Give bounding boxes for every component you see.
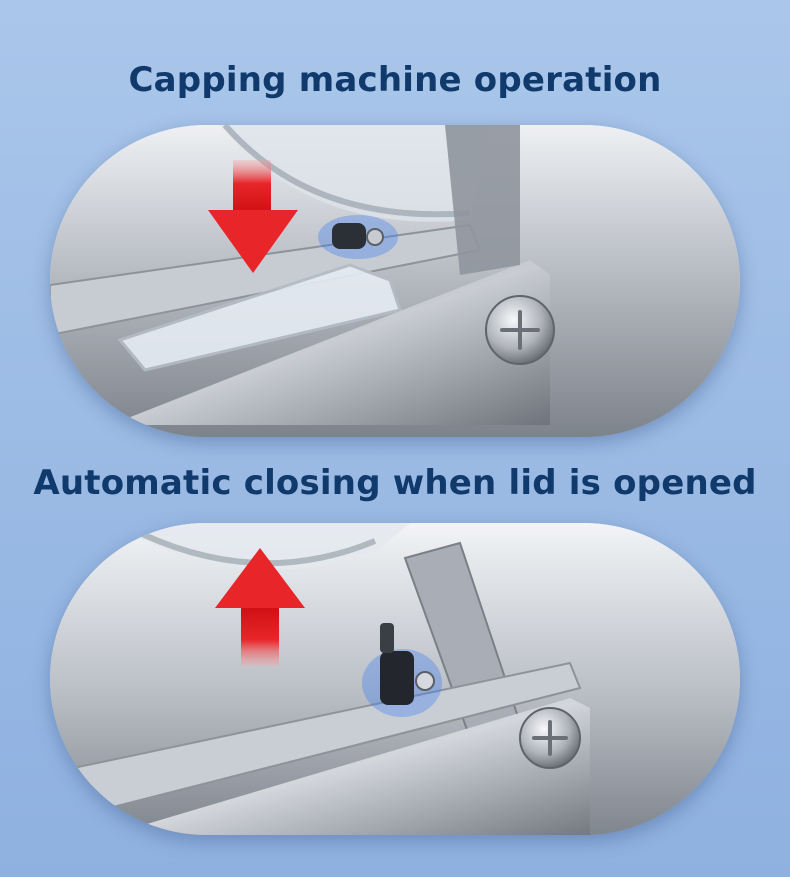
- screw-icon: [519, 707, 581, 769]
- section-2-photo: [50, 523, 740, 835]
- lid-switch-illustration: [50, 523, 740, 835]
- arrow-down-icon: [208, 160, 298, 273]
- screw-icon: [485, 295, 555, 365]
- capping-mechanism-illustration: [50, 125, 740, 437]
- section-2-heading: Automatic closing when lid is opened: [33, 463, 757, 503]
- section-1-heading: Capping machine operation: [128, 60, 662, 100]
- arrow-up-icon: [215, 548, 305, 666]
- section-1-photo: [50, 125, 740, 437]
